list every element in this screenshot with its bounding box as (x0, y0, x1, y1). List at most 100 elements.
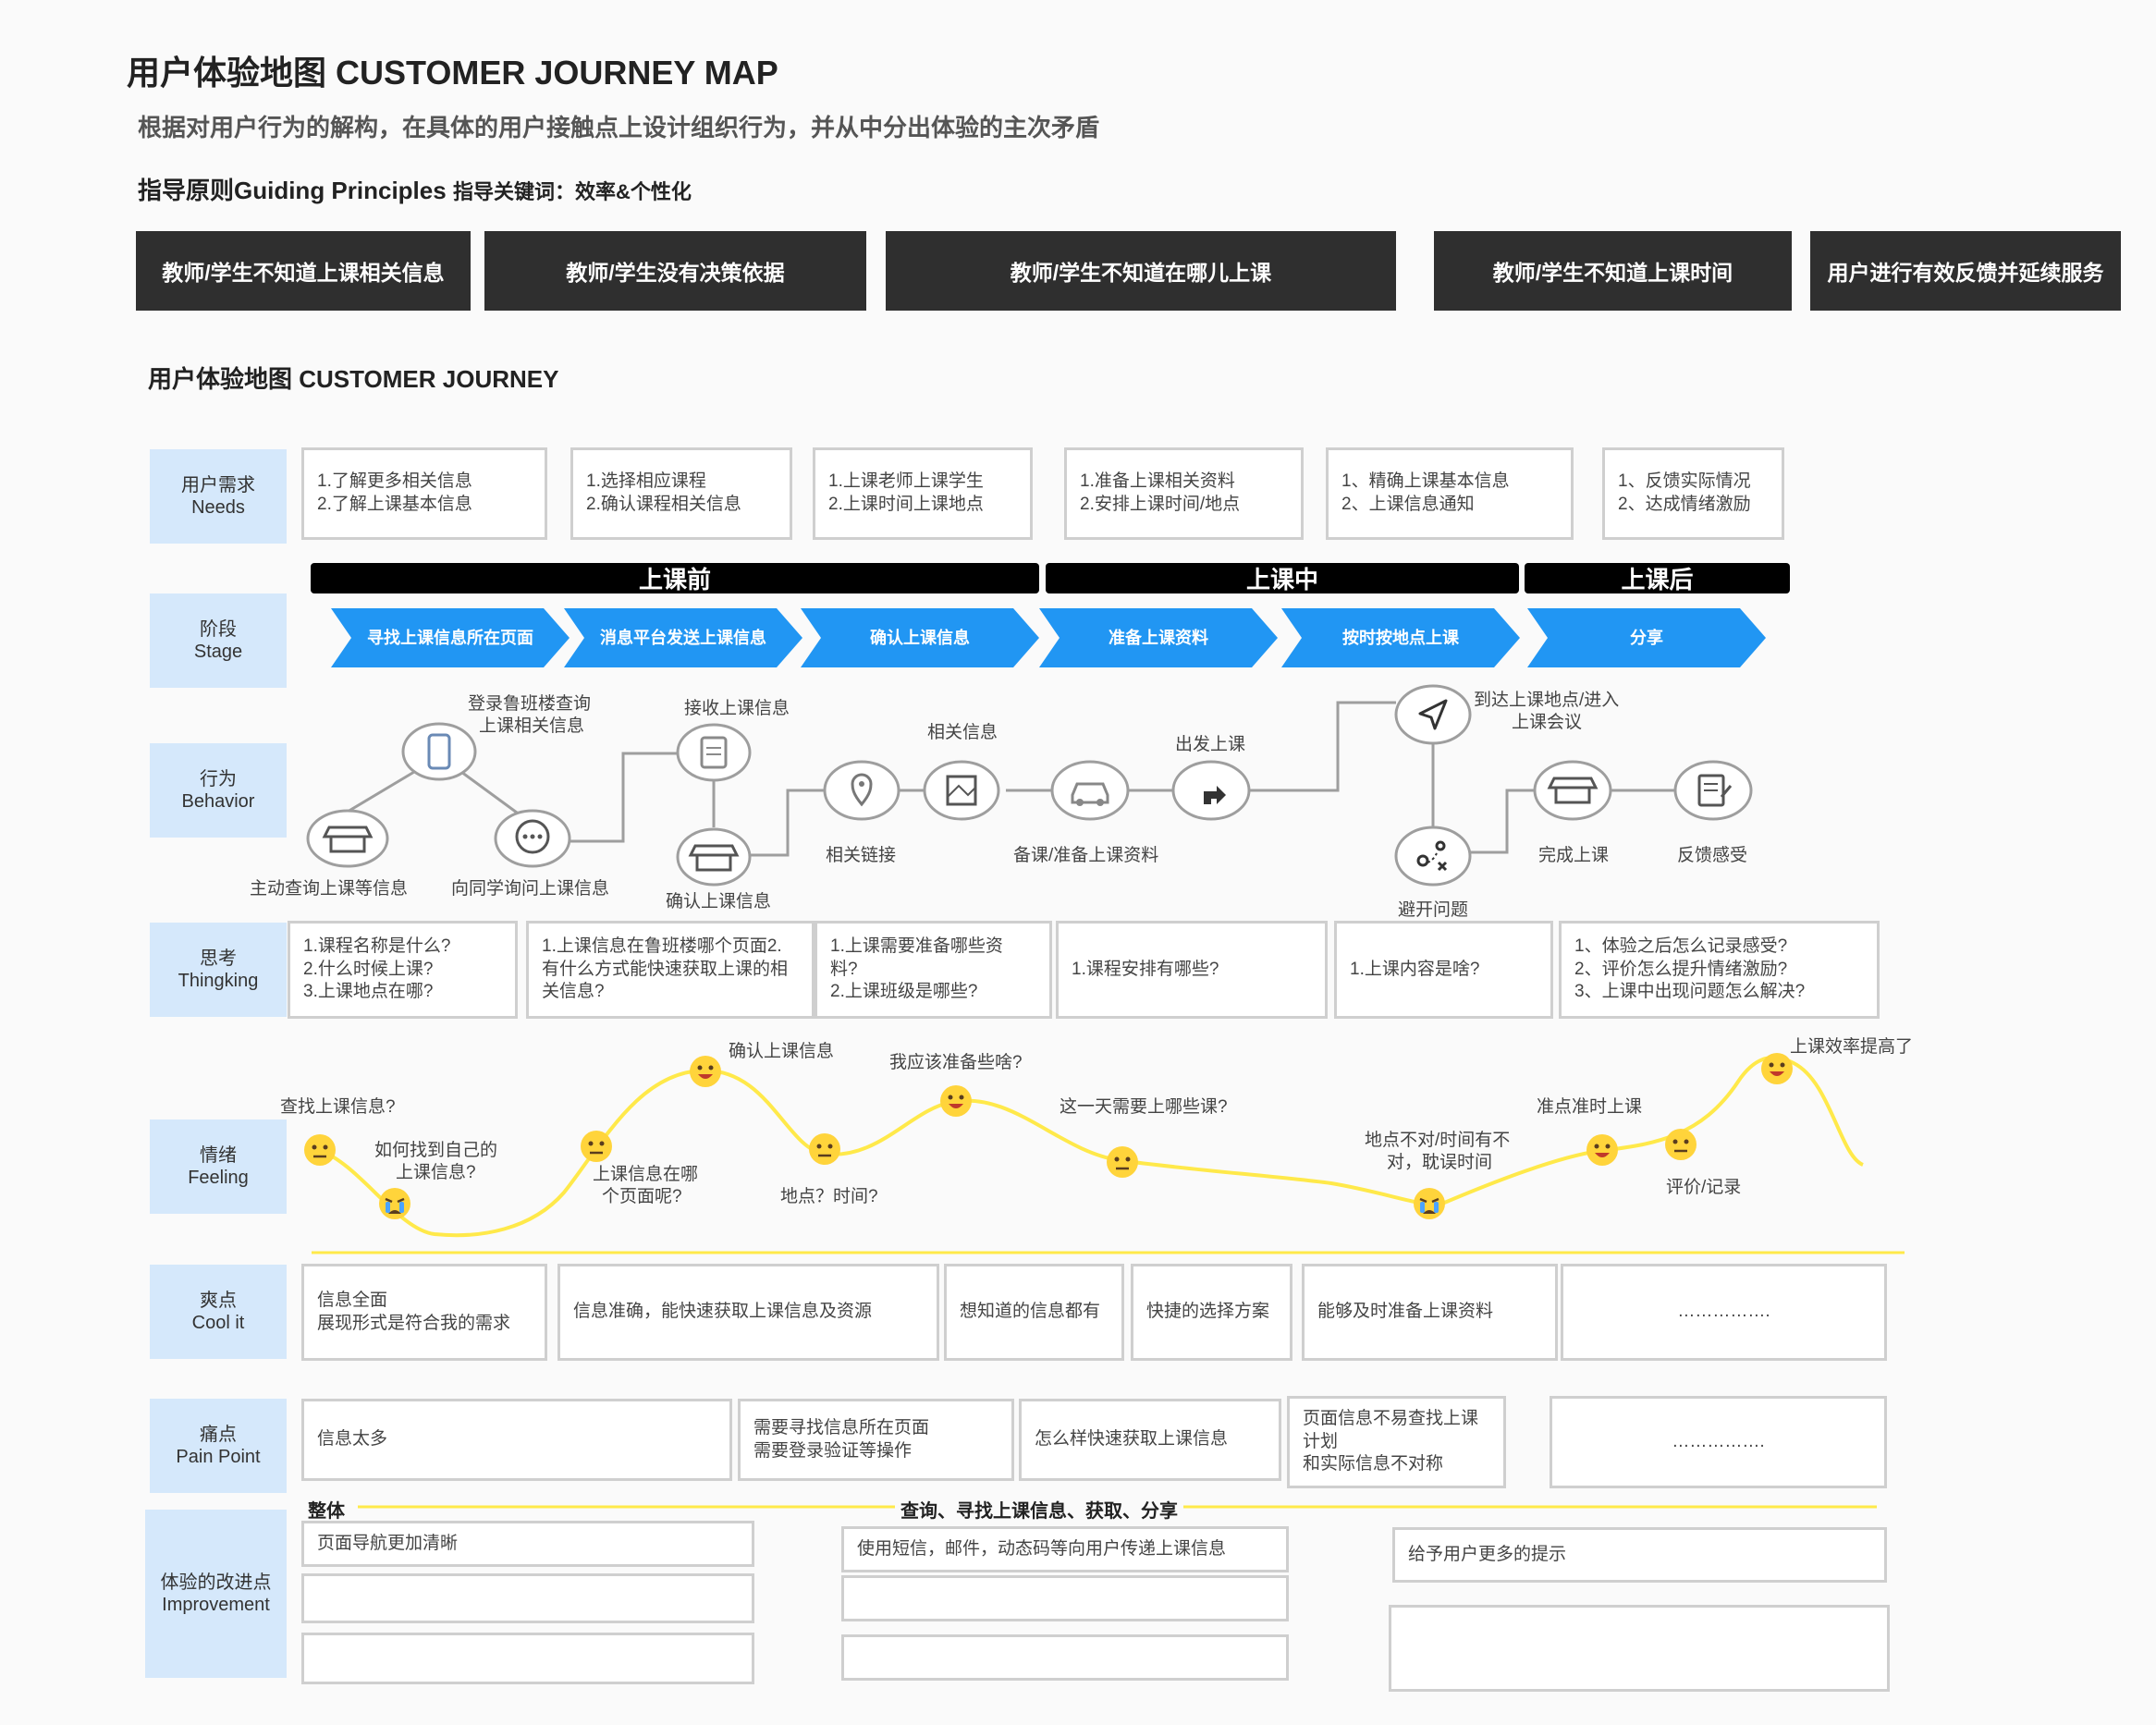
behavior-label: 备课/准备上课资料 (1013, 846, 1159, 865)
thinking-box-3: 1.上课需要准备哪些资料?2.上课班级是哪些? (815, 921, 1052, 1019)
cool-line: 展现形式是符合我的需求 (317, 1313, 511, 1333)
thinking-line: 1.课程名称是什么? (303, 936, 451, 956)
neutral-face-icon (809, 1133, 840, 1165)
feeling-label: 这一天需要上哪些课? (1060, 1097, 1228, 1117)
thinking-line: 3.上课地点在哪? (303, 982, 434, 1002)
pain-line: 怎么样快速获取上课信息 (1035, 1429, 1229, 1450)
needs-line: 1.上课老师上课学生 (828, 471, 984, 492)
behavior-label: 上课会议 (1512, 713, 1583, 732)
location-pin-icon (823, 760, 900, 821)
pain-box-2: 需要寻找信息所在页面需要登录验证等操作 (738, 1399, 1014, 1481)
pain-line: 信息太多 (317, 1429, 388, 1450)
needs-line: 1、精确上课基本信息 (1341, 471, 1510, 492)
row-label-zh: 行为 (200, 769, 237, 789)
crying-face-icon (1414, 1188, 1445, 1219)
pain-line: 和实际信息不对称 (1303, 1454, 1444, 1474)
chat-icon (494, 809, 571, 868)
row-label-zh: 情绪 (200, 1145, 237, 1166)
behavior-label: 相关信息 (927, 723, 998, 742)
cool-line: 信息全面 (317, 1290, 388, 1310)
behavior-label: 向同学询问上课信息 (451, 879, 610, 899)
needs-box-5: 1、精确上课基本信息 2、上课信息通知 (1326, 447, 1574, 540)
row-label-en: Behavior (181, 791, 255, 812)
page-subtitle: 根据对用户行为的解构，在具体的用户接触点上设计组织行为，并从中分出体验的主次矛盾 (138, 114, 1100, 141)
section-title: 用户体验地图 CUSTOMER JOURNEY (148, 365, 559, 393)
feeling-label: 上课信息在哪 (593, 1165, 699, 1184)
store-icon (1533, 760, 1612, 821)
behavior-label: 确认上课信息 (666, 892, 772, 911)
row-label-en: Thingking (178, 971, 259, 991)
behavior-label: 到达上课地点/进入 (1474, 691, 1620, 710)
thinking-line: 1.课程安排有哪些? (1072, 959, 1219, 979)
turn-arrow-icon (1171, 760, 1251, 821)
neutral-face-icon (304, 1134, 336, 1166)
behavior-label: 主动查询上课等信息 (250, 879, 409, 899)
improvement-query-label: 查询、寻找上课信息、获取、分享 (895, 1496, 1183, 1523)
pain-line: 需要寻找信息所在页面 (753, 1417, 930, 1438)
feeling-label: 准点准时上课 (1537, 1097, 1643, 1117)
cool-line: 快捷的选择方案 (1146, 1302, 1270, 1322)
pain-line: 页面信息不易查找上课计划 (1303, 1408, 1479, 1451)
row-label-zh: 思考 (200, 948, 237, 969)
needs-line: 2.了解上课基本信息 (317, 495, 472, 514)
smiling-face-icon (690, 1056, 721, 1087)
car-icon (1050, 760, 1130, 821)
needs-line: 1.准备上课相关资料 (1080, 471, 1235, 492)
thinking-box-4: 1.课程安排有哪些? (1056, 921, 1328, 1019)
phase-after: 上课后 (1525, 563, 1790, 593)
cool-box-5: 能够及时准备上课资料 (1302, 1264, 1558, 1361)
thinking-line: 1.上课信息在鲁班楼哪个页面2. (542, 936, 782, 956)
cool-box-6: ……………. (1561, 1264, 1887, 1361)
phone-icon (401, 722, 477, 781)
page-title: 用户体验地图 CUSTOMER JOURNEY MAP (127, 54, 778, 92)
improvement-box (841, 1575, 1289, 1621)
stage-4: 准备上课资料 (1039, 608, 1278, 667)
thinking-box-2: 1.上课信息在鲁班楼哪个页面2.有什么方式能快速获取上课的相关信息? (526, 921, 815, 1019)
cool-box-2: 信息准确，能快速获取上课信息及资源 (557, 1264, 939, 1361)
row-label-en: Feeling (188, 1168, 249, 1188)
pain-box-1: 信息太多 (301, 1399, 732, 1481)
phase-during: 上课中 (1046, 563, 1519, 593)
needs-line: 2.安排上课时间/地点 (1080, 495, 1241, 514)
feeling-label: 个页面呢? (602, 1187, 682, 1206)
improvement-line: 使用短信，邮件，动态码等向用户传递上课信息 (857, 1538, 1227, 1559)
thinking-box-6: 1、体验之后怎么记录感受?2、评价怎么提升情绪激励?3、上课中出现问题怎么解决? (1559, 921, 1880, 1019)
neutral-face-icon (1107, 1146, 1138, 1178)
row-label-zh: 阶段 (200, 619, 237, 640)
row-label-zh: 痛点 (200, 1425, 237, 1445)
thinking-line: 料? (830, 959, 858, 979)
improvement-overall-label: 整体 (308, 1496, 350, 1523)
row-label-zh: 体验的改进点 (160, 1572, 272, 1593)
map-icon (923, 760, 1000, 821)
pain-box-4: 页面信息不易查找上课计划和实际信息不对称 (1287, 1396, 1506, 1488)
thinking-line: 2、评价怎么提升情绪激励? (1574, 959, 1788, 979)
thinking-line: 3、上课中出现问题怎么解决? (1574, 982, 1806, 1002)
behavior-label: 出发上课 (1175, 735, 1246, 754)
navigation-icon (1394, 684, 1472, 745)
neutral-face-icon (581, 1131, 612, 1162)
row-label-en: Improvement (162, 1595, 270, 1615)
pain-line: 需要登录验证等操作 (753, 1440, 913, 1461)
improvement-box: 使用短信，邮件，动态码等向用户传递上课信息 (841, 1526, 1289, 1572)
route-icon (1394, 826, 1472, 887)
stage-3: 确认上课信息 (801, 608, 1039, 667)
feeling-label: 上课信息? (396, 1163, 476, 1182)
needs-line: 2、上课信息通知 (1341, 495, 1475, 514)
cool-box-3: 想知道的信息都有 (944, 1264, 1124, 1361)
behavior-label: 反馈感受 (1677, 846, 1748, 865)
row-label-en: Pain Point (176, 1447, 261, 1467)
improvement-box (1389, 1605, 1890, 1692)
neutral-face-icon (1665, 1129, 1697, 1160)
behavior-label: 相关链接 (826, 846, 897, 865)
improvement-line: 页面导航更加清晰 (317, 1533, 459, 1553)
cool-box-1: 信息全面展现形式是符合我的需求 (301, 1264, 547, 1361)
stage-1: 寻找上课信息所在页面 (331, 608, 570, 667)
improvement-line: 给予用户更多的提示 (1408, 1544, 1567, 1564)
smiling-face-icon (940, 1085, 972, 1117)
improvement-box: 给予用户更多的提示 (1392, 1527, 1887, 1583)
